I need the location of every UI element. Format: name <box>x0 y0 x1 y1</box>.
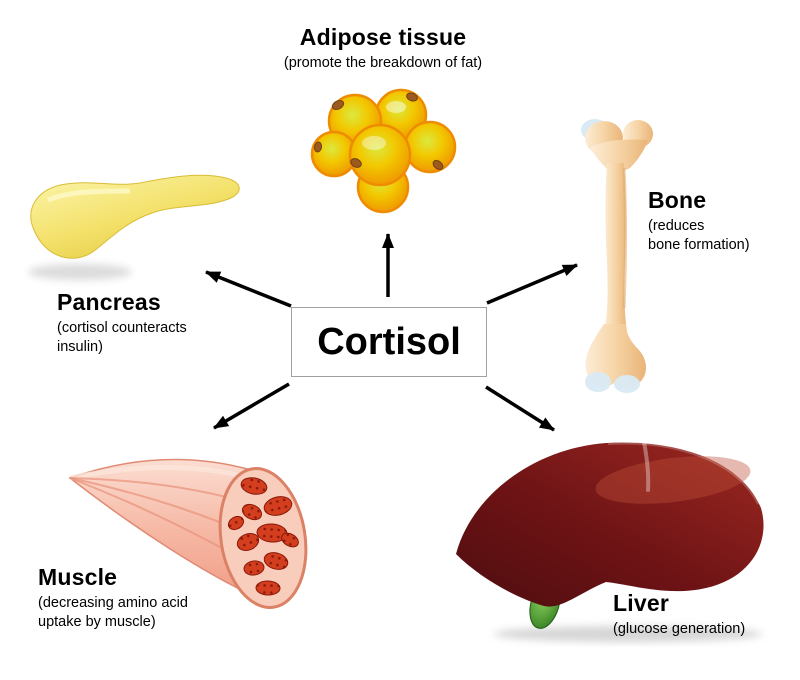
muscle-desc: (decreasing amino acid uptake by muscle) <box>38 595 188 630</box>
muscle-icon <box>68 458 308 609</box>
liver-title: Liver <box>613 590 669 616</box>
adipose-label: Adipose tissue (promote the breakdown of… <box>233 24 533 73</box>
muscle-label: Muscle (decreasing amino acid uptake by … <box>38 564 188 632</box>
arrow-to-liver <box>485 385 555 432</box>
fat-cells-icon <box>310 88 457 214</box>
liver-icon <box>456 440 764 642</box>
bone-desc: (reduces bone formation) <box>648 218 750 253</box>
muscle-title: Muscle <box>38 564 118 590</box>
bone-shape <box>581 119 653 393</box>
pancreas-desc: (cortisol counteracts insulin) <box>57 320 187 355</box>
pancreas-shadow <box>28 264 132 280</box>
liver-desc: (glucose generation) <box>613 621 746 637</box>
liver-shadow <box>493 626 763 642</box>
fat-cell-cluster <box>310 88 457 214</box>
cortisol-box: Cortisol <box>291 307 487 377</box>
cortisol-label: Cortisol <box>317 320 461 363</box>
pancreas-title: Pancreas <box>57 289 161 315</box>
muscle-fascicles <box>227 477 299 596</box>
liver-shape <box>456 440 764 607</box>
arrow-to-pancreas <box>205 270 292 308</box>
adipose-desc: (promote the breakdown of fat) <box>283 55 483 71</box>
muscle-shape <box>68 458 308 609</box>
pancreas-icon <box>28 174 240 280</box>
bone-icon <box>581 119 653 393</box>
adipose-title: Adipose tissue <box>299 24 467 50</box>
pancreas-shape <box>30 174 240 259</box>
bone-label: Bone (reduces bone formation) <box>648 187 750 255</box>
arrow-to-bone <box>486 263 578 305</box>
bone-title: Bone <box>648 187 707 213</box>
pancreas-label: Pancreas (cortisol counteracts insulin) <box>57 289 187 357</box>
liver-label: Liver (glucose generation) <box>613 590 745 639</box>
arrow-to-muscle <box>213 382 290 430</box>
